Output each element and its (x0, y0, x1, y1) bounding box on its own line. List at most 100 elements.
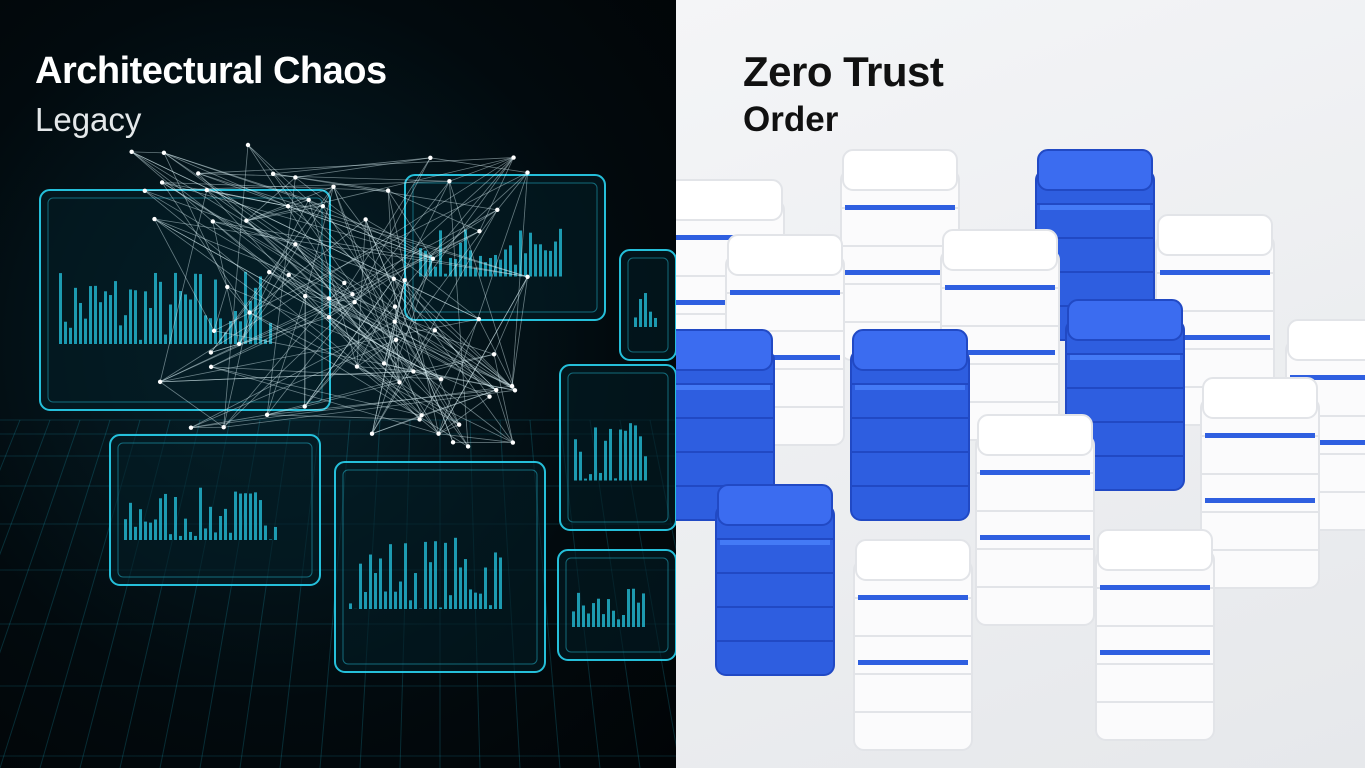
network-link (210, 186, 334, 353)
network-node (157, 379, 163, 385)
grid-line (0, 419, 111, 768)
network-link (154, 218, 435, 331)
network-link (308, 199, 358, 367)
chart-bar (259, 276, 262, 344)
network-link (190, 321, 395, 429)
network-link (267, 389, 497, 416)
network-link (210, 301, 355, 368)
chart-bar (414, 573, 417, 609)
chart-bar (369, 554, 372, 609)
network-link (159, 381, 224, 428)
chart-bar (572, 611, 575, 627)
chart-bar (244, 493, 247, 540)
network-node (129, 149, 134, 155)
network-link (238, 274, 290, 345)
network-link (356, 339, 397, 367)
network-node (436, 431, 441, 436)
network-link (394, 306, 400, 383)
chart-bar (229, 321, 232, 344)
network-link (288, 274, 422, 416)
network-link (356, 366, 414, 372)
chart-bar (454, 537, 457, 609)
network-link (438, 424, 460, 435)
chart-bar (199, 274, 202, 344)
network-link (304, 278, 395, 407)
network-link (213, 172, 528, 332)
chart-bar (254, 492, 257, 540)
chart-bar (64, 321, 67, 344)
network-link (387, 190, 396, 307)
network-link (438, 433, 513, 443)
panel-inner (117, 442, 313, 578)
network-node (161, 150, 167, 156)
network-link (266, 295, 306, 415)
network-link (227, 286, 490, 397)
chart-bar (494, 552, 497, 609)
chart-bar (84, 318, 87, 344)
chart-bar (639, 298, 642, 327)
network-node (432, 328, 437, 333)
network-link (247, 144, 400, 383)
chart-bar (164, 334, 167, 344)
network-link (328, 298, 513, 387)
network-link (163, 152, 289, 207)
chart-bar (609, 428, 612, 481)
network-node (208, 350, 214, 355)
chart-bar (124, 315, 127, 344)
network-link (304, 186, 334, 297)
chart-bar (449, 257, 452, 277)
network-node (247, 310, 252, 315)
panel-inner (412, 182, 598, 313)
block-stripe (730, 355, 840, 360)
network-node (331, 184, 336, 189)
network-node (430, 256, 436, 261)
network-node (385, 188, 391, 193)
network-link (371, 280, 406, 434)
chart-bar (89, 286, 92, 344)
network-node (159, 180, 165, 185)
dashboard-panel (109, 434, 321, 586)
network-link (190, 339, 397, 429)
network-link (413, 371, 469, 447)
network-link (131, 151, 479, 320)
network-link (438, 276, 528, 434)
chart-bar (434, 541, 437, 609)
chart-bar (244, 271, 247, 344)
chart-bar (589, 474, 592, 481)
block-lid (1157, 214, 1273, 256)
chart-bar (219, 318, 222, 344)
legacy-chaos-panel (0, 0, 676, 768)
network-node (210, 219, 216, 224)
network-node (494, 387, 499, 393)
chart-bar (154, 272, 157, 344)
network-link (356, 219, 367, 367)
network-node (303, 293, 308, 299)
chart-bar (239, 493, 242, 540)
chart-bar (394, 591, 397, 609)
chart-bar (424, 250, 427, 277)
network-link (479, 157, 514, 232)
block-stripe (855, 385, 965, 390)
chart-bar (129, 289, 132, 344)
network-link (238, 199, 310, 345)
network-node (244, 218, 249, 223)
chart-bar (159, 281, 162, 344)
network-link (131, 151, 164, 154)
chart-bar (69, 327, 72, 344)
network-link (371, 258, 434, 434)
network-link (356, 181, 450, 367)
network-node (286, 272, 291, 278)
chart-bar (639, 436, 642, 481)
chart-bar (654, 317, 657, 327)
left-heading: Architectural Chaos (35, 50, 387, 92)
chart-bar (204, 528, 207, 540)
chart-bar (424, 541, 427, 609)
network-link (198, 173, 433, 260)
network-link (295, 244, 439, 434)
network-link (305, 295, 513, 387)
network-link (356, 366, 514, 443)
chart-bar (484, 567, 487, 609)
panel-frame (334, 461, 546, 673)
network-node (477, 228, 482, 234)
dashboard-panel (559, 364, 676, 531)
